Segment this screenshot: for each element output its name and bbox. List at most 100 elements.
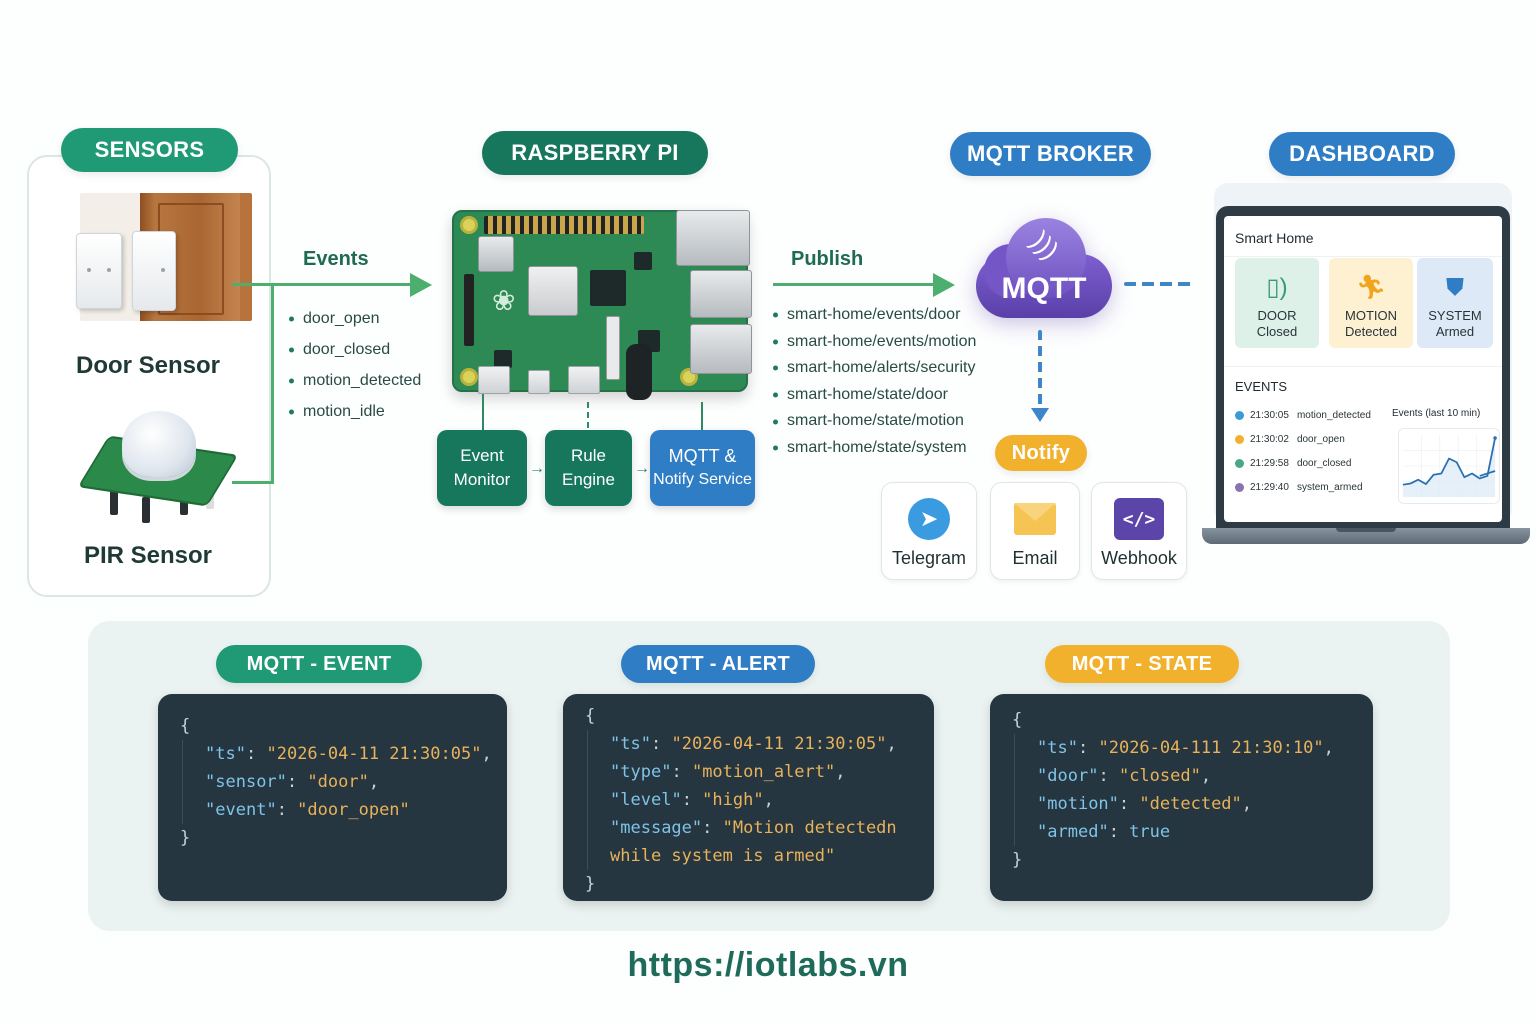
event-time: 21:30:02 [1250,433,1289,445]
topic-item: smart-home/state/motion [773,408,976,435]
topic-item: smart-home/events/motion [773,329,976,356]
events-line-chart [1398,428,1500,504]
mqtt-state-header: MQTT - STATE [1045,645,1239,683]
door-sensor-body [76,233,122,309]
service-line2: Monitor [453,470,511,489]
event-row[interactable]: 21:29:58 door_closed [1235,452,1379,474]
publish-label: Publish [791,248,864,270]
event-item: motion_idle [289,396,421,427]
event-item: door_closed [289,334,421,365]
motion-tile[interactable]: 🏃︎ MOTION Detected [1329,258,1413,348]
chart-line-baseline [1479,470,1496,477]
channel-label: Webhook [1101,548,1177,568]
telegram-icon: ➤ [908,498,950,540]
door-sensor-label: Door Sensor [75,352,221,379]
topic-item: smart-home/events/door [773,302,976,329]
webhook-channel[interactable]: </> Webhook [1091,482,1187,580]
event-monitor-service: Event Monitor [437,430,527,506]
service-line1: Rule [571,446,606,466]
dashboard-screen: Smart Home ▯) DOOR Closed 🏃︎ MOTION Dete… [1224,216,1502,522]
event-time: 21:29:58 [1250,457,1289,469]
dashboard-header: DASHBOARD [1269,132,1455,176]
events-arrow-icon [410,273,432,297]
door-sensor-magnet [132,231,176,311]
email-channel[interactable]: Email [990,482,1080,580]
event-item: motion_detected [289,365,421,396]
tile-status: Armed [1435,324,1475,340]
event-name: system_armed [1296,481,1363,493]
events-label: Events [303,248,369,270]
mqtt-broker-header: MQTT BROKER [950,132,1151,176]
events-header: EVENTS [1235,379,1288,394]
laptop: Smart Home ▯) DOOR Closed 🏃︎ MOTION Dete… [1216,206,1510,528]
pi-link-mqtt-service [701,402,703,430]
event-row[interactable]: 21:29:40 system_armed [1235,476,1379,498]
channel-label: Telegram [891,548,967,568]
chart-area [1402,437,1496,498]
tile-name: DOOR [1257,308,1297,323]
event-dot [1235,458,1244,468]
door-tile[interactable]: ▯) DOOR Closed [1235,258,1319,348]
topic-item: smart-home/state/system [773,435,976,462]
service-line1: Event [460,446,504,466]
mqtt-state-payload: { "ts": "2026-04-111 21:30:10","door": "… [990,694,1373,901]
tile-name: MOTION [1345,308,1397,323]
mqtt-alert-header: MQTT - ALERT [621,645,815,683]
topic-item: smart-home/state/door [773,382,976,409]
event-row[interactable]: 21:30:02 door_open [1235,428,1379,450]
door-icon: ▯) [1266,274,1288,301]
dashboard-title: Smart Home [1235,230,1314,246]
pir-sensor-label: PIR Sensor [83,542,213,569]
event-dot [1235,434,1244,444]
chart-line-events [1402,437,1496,486]
raspberry-logo-icon: ❀ [492,285,516,316]
pir-sensor-image [77,405,252,525]
shield-icon: ⛊ [1446,274,1464,301]
tile-name: SYSTEM [1428,308,1482,323]
arrow-right-icon: → [529,460,545,477]
channel-label: Email [1012,548,1058,568]
telegram-channel[interactable]: ➤ Telegram [881,482,977,580]
chart-point [1493,436,1497,440]
raspberry-pi-board: ❀ [452,210,752,400]
broker-dashboard-connector [1124,282,1194,286]
mqtt-cloud-label: MQTT [1001,272,1087,305]
arrow-down-icon [1031,408,1049,422]
event-item: door_open [289,303,421,334]
site-url-link[interactable]: https://iotlabs.vn [627,946,909,984]
mqtt-cloud-icon: ))) MQTT [976,218,1112,322]
event-row[interactable]: 21:30:05 motion_detected [1235,404,1379,426]
event-time: 21:30:05 [1250,409,1289,421]
event-dot [1235,482,1244,492]
system-tile[interactable]: ⛊ SYSTEM Armed [1417,258,1493,348]
webhook-icon: </> [1114,498,1164,540]
mqtt-event-payload: { "ts": "2026-04-11 21:30:05","sensor": … [158,694,507,901]
service-line1: MQTT & [668,446,737,467]
topics-list: smart-home/events/door smart-home/events… [773,302,976,462]
sensors-header: SENSORS [61,128,238,172]
pir-connector-vertical [271,283,274,483]
broker-notify-connector [1038,330,1042,408]
running-person-icon: 🏃︎ [1355,274,1387,301]
pi-link-rule-engine [587,402,589,430]
service-line2: Notify Service [653,471,752,489]
publish-arrow-icon [933,273,955,297]
event-name: motion_detected [1296,409,1371,421]
email-icon [1014,503,1056,535]
arrow-right-icon: → [634,460,650,477]
door-sensor-image [76,193,252,321]
raspberry-pi-header: RASPBERRY PI [482,131,708,175]
topic-item: smart-home/alerts/security [773,355,976,382]
events-connector [232,283,412,286]
event-dot [1235,410,1244,420]
rule-engine-service: Rule Engine [545,430,632,506]
pi-link-event-monitor [482,394,484,430]
pir-connector-horizontal [232,481,274,484]
mqtt-event-header: MQTT - EVENT [216,645,422,683]
mqtt-alert-payload: { "ts": "2026-04-11 21:30:05","type": "m… [563,694,934,901]
event-name: door_open [1296,433,1345,445]
pir-dome [122,411,196,477]
notify-badge: Notify [995,435,1087,471]
events-list: door_open door_closed motion_detected mo… [289,303,421,427]
tile-status: Closed [1256,324,1298,340]
